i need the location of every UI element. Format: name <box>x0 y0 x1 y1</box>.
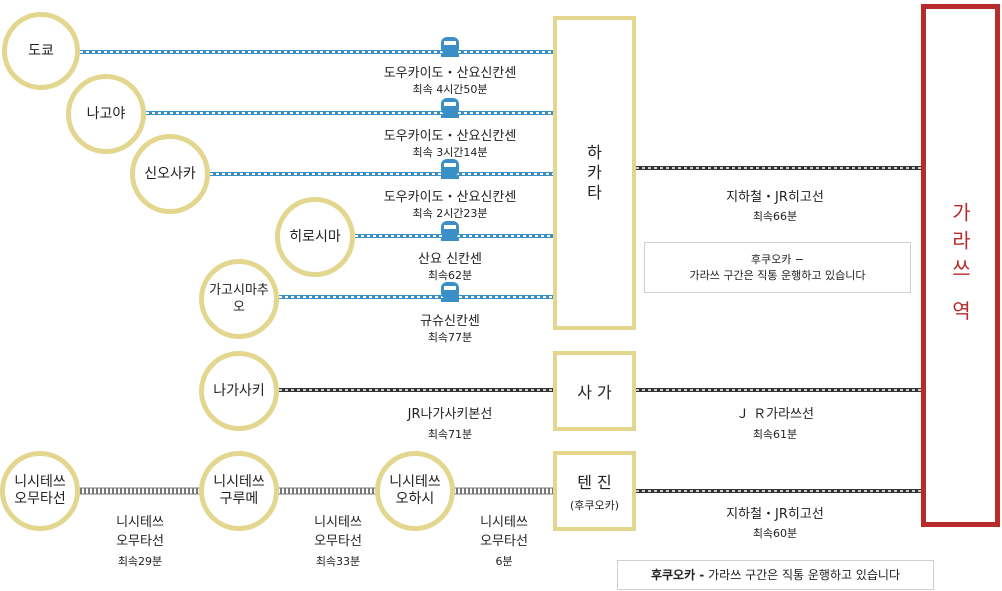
hub-label: 텐 진 <box>577 473 612 492</box>
station-label: 니시테쓰 구루메 <box>213 474 265 507</box>
route-label-kurume-ohashi: 니시테쓰 오무타선 최속33분 <box>288 511 388 569</box>
route-label-omuta-kurume: 니시테쓰 오무타선 최속29분 <box>90 511 190 569</box>
station-nagoya[interactable]: 나고야 <box>66 74 146 154</box>
note-bold: 후쿠오카 - <box>650 568 705 582</box>
train-icon <box>441 282 459 302</box>
line-name: 니시테쓰 오무타선 <box>314 515 362 549</box>
line-name: 도우카이도・산요신칸센 <box>383 66 517 81</box>
train-icon <box>441 37 459 57</box>
line-name: Ｊ Ｒ가라쓰선 <box>736 407 814 422</box>
travel-time: 최속62분 <box>427 269 473 282</box>
line-name: 지하철・JR히고선 <box>726 507 824 522</box>
route-label-tokyo: 도우카이도・산요신칸센 최속 4시간50분 <box>340 62 560 97</box>
station-nagasaki[interactable]: 나가사키 <box>199 351 279 431</box>
route-label-saga-karatsu: Ｊ Ｒ가라쓰선 최속61분 <box>690 403 860 442</box>
line-name: 도우카이도・산요신칸센 <box>383 129 517 144</box>
station-label: 니시테쓰 오무타선 <box>14 474 66 507</box>
hub-label: 하 카 타 <box>587 143 602 202</box>
destination-karatsu-station[interactable]: 가라쓰 역 <box>921 4 1000 527</box>
train-icon <box>441 159 459 179</box>
station-kagoshima-chuo[interactable]: 가고시마추오 <box>199 259 279 339</box>
travel-time: 최속61분 <box>752 428 798 441</box>
station-label: 도쿄 <box>28 42 54 59</box>
hub-sublabel: (후쿠오카) <box>569 499 620 512</box>
station-label: 니시테쓰 오하시 <box>389 474 441 507</box>
travel-time: 최속33분 <box>315 555 361 568</box>
hub-tenjin[interactable]: 텐 진 (후쿠오카) <box>553 451 636 531</box>
destination-label: 가라쓰 역 <box>948 202 972 329</box>
hub-label: 사 가 <box>577 383 612 402</box>
line-name: 지하철・JR히고선 <box>726 190 824 205</box>
station-shin-osaka[interactable]: 신오사카 <box>130 134 210 214</box>
route-label-tenjin-karatsu: 지하철・JR히고선 최속60분 <box>690 503 860 541</box>
route-label-hiroshima: 산요 신칸센 최속62분 <box>390 248 510 283</box>
note-through-service: 후쿠오카 − 가라쓰 구간은 직통 운행하고 있습니다 <box>644 242 911 293</box>
hub-hakata[interactable]: 하 카 타 <box>553 16 636 330</box>
travel-time: 최속 2시간23분 <box>412 207 488 220</box>
line-name: 규슈신칸센 <box>420 314 480 329</box>
travel-time: 최속 3시간14분 <box>412 146 488 159</box>
travel-time: 최속29분 <box>117 555 163 568</box>
station-label: 가고시마추오 <box>209 283 269 315</box>
line-name: 도우카이도・산요신칸센 <box>383 190 517 205</box>
line-name: 니시테쓰 오무타선 <box>480 515 528 549</box>
route-label-hakata-karatsu: 지하철・JR히고선 최속66분 <box>690 186 860 224</box>
route-label-kagoshima: 규슈신칸센 최속77분 <box>390 310 510 345</box>
travel-time: 6분 <box>495 555 513 568</box>
hub-saga[interactable]: 사 가 <box>553 351 636 431</box>
station-nishitetsu-kurume[interactable]: 니시테쓰 구루메 <box>199 451 279 531</box>
station-nishitetsu-ohashi[interactable]: 니시테쓰 오하시 <box>375 451 455 531</box>
travel-time: 최속 4시간50분 <box>412 83 488 96</box>
line-name: 산요 신칸센 <box>418 252 482 267</box>
route-label-nagoya: 도우카이도・산요신칸센 최속 3시간14분 <box>340 125 560 160</box>
line-name: 니시테쓰 오무타선 <box>116 515 164 549</box>
station-label: 히로시마 <box>289 228 341 245</box>
travel-time: 최속77분 <box>427 331 473 344</box>
station-nishitetsu-omuta[interactable]: 니시테쓰 오무타선 <box>0 451 80 531</box>
route-label-shin-osaka: 도우카이도・산요신칸센 최속 2시간23분 <box>340 186 560 221</box>
station-label: 나가사키 <box>213 382 265 399</box>
note-text: 후쿠오카 − 가라쓰 구간은 직통 운행하고 있습니다 <box>689 252 866 282</box>
travel-time: 최속71분 <box>427 428 473 441</box>
travel-time: 최속66분 <box>752 210 798 223</box>
station-label: 신오사카 <box>144 165 196 182</box>
rail-tracks <box>279 166 921 493</box>
station-hiroshima[interactable]: 히로시마 <box>275 197 355 277</box>
note-through-service-bottom: 후쿠오카 - 가라쓰 구간은 직통 운행하고 있습니다 <box>617 560 934 590</box>
travel-time: 최속60분 <box>752 527 798 540</box>
station-tokyo[interactable]: 도쿄 <box>2 12 80 90</box>
train-icon <box>441 221 459 241</box>
route-label-nagasaki: JR나가사키본선 최속71분 <box>370 403 530 442</box>
route-label-ohashi-tenjin: 니시테쓰 오무타선 6분 <box>454 511 554 569</box>
line-name: JR나가사키본선 <box>407 407 493 422</box>
note-text: 가라쓰 구간은 직통 운행하고 있습니다 <box>704 568 901 582</box>
station-label: 나고야 <box>86 105 126 122</box>
train-icon <box>441 98 459 118</box>
